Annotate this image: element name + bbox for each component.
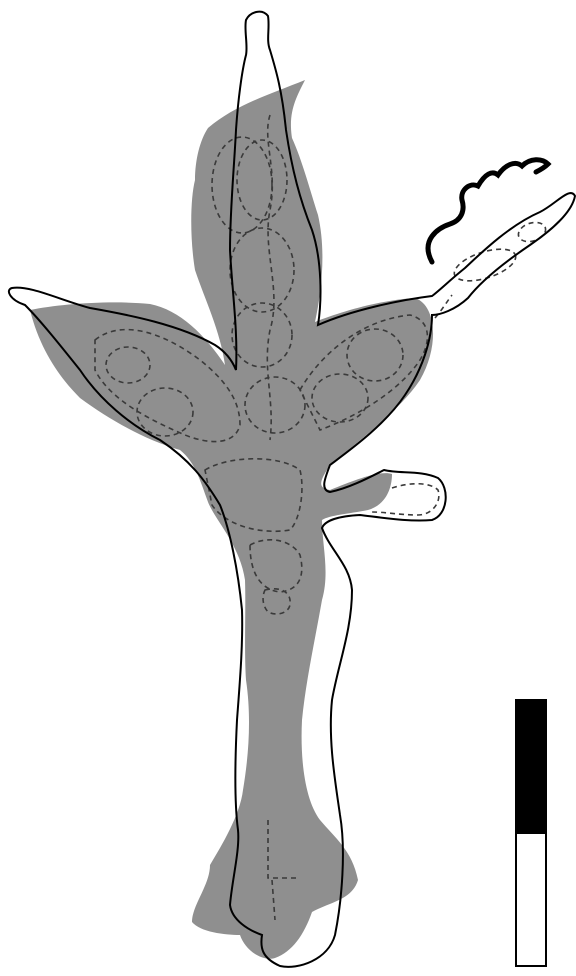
scale-bar-black-segment: [516, 700, 546, 833]
scale-bar: [516, 700, 546, 966]
scale-bar-white-segment: [516, 833, 546, 966]
